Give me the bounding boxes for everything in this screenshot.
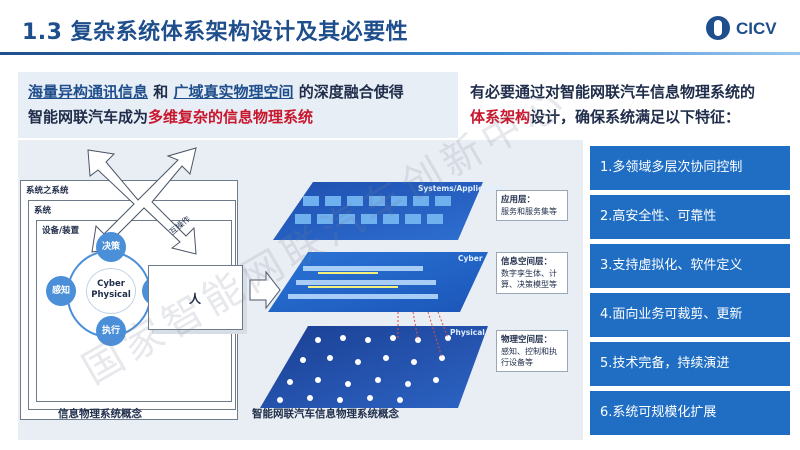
cyber-links <box>308 272 398 288</box>
feature-item: 4.面向业务可裁剪、更新 <box>590 293 790 337</box>
tag-cyber: Cyber <box>458 254 483 263</box>
node-decision: 决策 <box>96 232 126 262</box>
term-physical-space: 广域真实物理空间 <box>173 83 294 101</box>
statement-right-tail: 设计，确保系统满足以下特征： <box>530 108 741 126</box>
note-cyber-text: 数字孪生体、计算、决策模型等 <box>501 269 557 289</box>
node-execution: 执行 <box>96 316 126 346</box>
statement-right-line2: 体系架构设计，确保系统满足以下特征： <box>470 105 784 130</box>
node-perception: 感知 <box>46 276 76 306</box>
term-heterogeneous-info: 海量异构通讯信息 <box>28 83 149 101</box>
feature-item: 6.系统可规模化扩展 <box>590 391 790 435</box>
note-application-title: 应用层： <box>501 195 536 205</box>
cicv-logo: CICV <box>706 16 790 42</box>
feature-item: 1.多领域多层次协同控制 <box>590 146 790 190</box>
cycle-arrow <box>67 299 102 337</box>
concept-arrows <box>67 147 281 337</box>
statement-right: 有必要通过对智能网联汽车信息物理系统的 体系架构设计，确保系统满足以下特征： <box>460 72 794 138</box>
note-physical-title: 物理空间层： <box>501 335 553 345</box>
slide-title: 1.3 复杂系统体系架构设计及其必要性 <box>22 20 409 45</box>
note-application-layer: 应用层： 服务和服务集等 <box>496 190 568 221</box>
human-label: 人 <box>189 292 202 306</box>
icv-layers <box>260 182 488 408</box>
statement-left-emphasis: 多维复杂的信息物理系统 <box>148 108 314 126</box>
statement-left-line1: 海量异构通讯信息 和 广域真实物理空间 的深度融合使得 <box>28 80 448 105</box>
feature-item: 5.技术完备，持续演进 <box>590 342 790 386</box>
cyber-bars <box>288 266 438 299</box>
note-physical-layer: 物理空间层： 感知、控制和执行设备等 <box>496 330 568 372</box>
logo-text: CICV <box>736 19 777 38</box>
caption-cps-concept: 信息物理系统概念 <box>58 408 142 420</box>
statement-left-line2-start: 智能网联汽车成为 <box>28 108 149 126</box>
slide-header: 1.3 复杂系统体系架构设计及其必要性 CICV <box>0 0 800 56</box>
note-cyber-layer: 信息空间层： 数字孪生体、计算、决策模型等 <box>496 252 568 294</box>
layer-physical <box>260 326 488 408</box>
system-label: 系统 <box>34 206 52 216</box>
device-label: 设备/装置 <box>42 226 80 236</box>
statement-left: 海量异构通讯信息 和 广域真实物理空间 的深度融合使得 智能网联汽车成为多维复杂… <box>18 72 458 138</box>
feature-item: 3.支持虚拟化、软件定义 <box>590 244 790 288</box>
statement-left-tail: 的深度融合使得 <box>293 83 404 101</box>
note-application-text: 服务和服务集等 <box>501 207 557 216</box>
statement-right-emphasis: 体系架构 <box>470 108 531 126</box>
note-physical-text: 感知、控制和执行设备等 <box>501 347 557 367</box>
app-tiles <box>295 196 451 224</box>
flow-arrow <box>249 270 281 310</box>
core-physical: Physical <box>91 290 131 300</box>
statement-left-line2: 智能网联汽车成为多维复杂的信息物理系统 <box>28 105 448 130</box>
human-box: 人 <box>148 265 243 330</box>
diagram-panel: 系统之系统 系统 设备/装置 决策 感知 控制 执行 Cyber Physica… <box>18 140 583 440</box>
cicv-logo-icon <box>706 16 730 40</box>
tag-physical: Physical <box>450 328 485 337</box>
statement-right-line1: 有必要通过对智能网联汽车信息物理系统的 <box>470 83 756 101</box>
note-cyber-title: 信息空间层： <box>501 257 553 267</box>
cross-layer-links <box>397 311 449 359</box>
feature-item: 2.高安全性、可靠性 <box>590 195 790 239</box>
core-cyber: Cyber <box>97 279 125 289</box>
cyber-physical-core: Cyber Physical <box>86 268 136 314</box>
system-of-systems-label: 系统之系统 <box>26 186 69 196</box>
interaction-arrow <box>87 147 197 255</box>
tag-systems-application: Systems/Application <box>418 184 505 193</box>
caption-icv-cps-concept: 智能网联汽车信息物理系统概念 <box>252 408 399 420</box>
physical-nodes <box>277 335 451 403</box>
connector-and: 和 <box>148 83 174 101</box>
header-divider <box>0 52 800 55</box>
